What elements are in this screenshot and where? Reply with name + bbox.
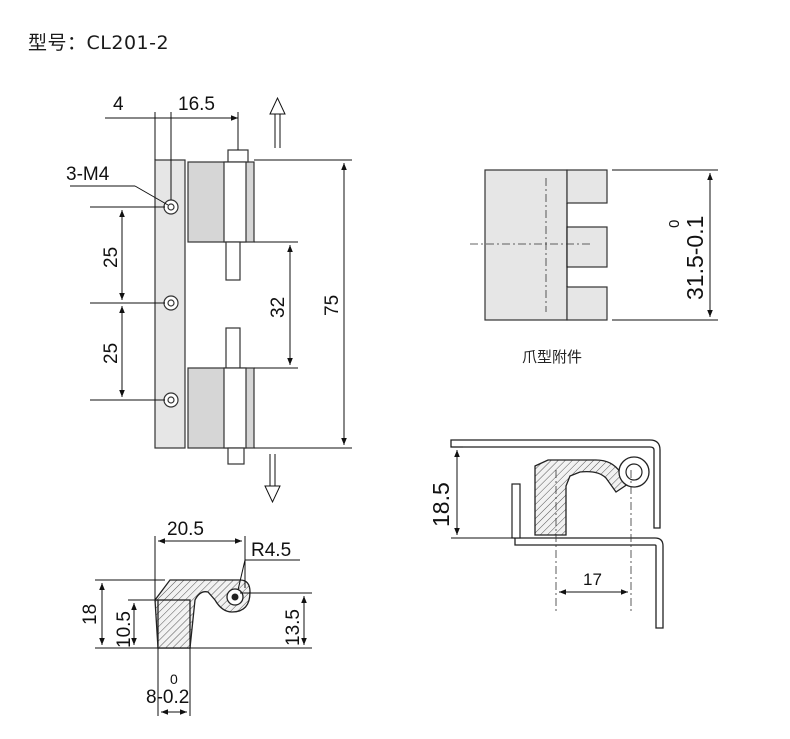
dim-side-thickness: 8-0.2 [146,687,189,708]
dim-left-width: 4 [113,94,124,115]
mount-hole-1-inner [167,203,175,211]
dim-side-width: 20.5 [167,519,204,540]
claw-finger-bottom [566,286,608,321]
claw-finger-top [566,169,608,204]
down-arrow-icon [264,454,281,504]
dim-radius: R4.5 [251,540,291,561]
lower-pin-tip [225,327,241,369]
dim-side-height-inner: 10.5 [114,611,135,648]
top-plate [450,439,661,529]
dim-side-height-total: 18 [80,604,101,625]
front-view: 4 16.5 3-M4 25 25 32 75 [66,94,352,504]
upper-pin-tip [225,241,241,281]
model-label: 型号：CL201-2 [28,32,170,54]
claw-body [484,169,568,321]
claw-caption: 爪型附件 [522,348,582,366]
upper-pin-shaft [223,161,247,243]
dim-spacing-bottom: 25 [101,343,122,364]
dim-claw-tol-upper: 0 [666,220,683,228]
hinge-section [534,459,629,536]
assembly-lip [511,483,521,539]
dim-pin-gap: 32 [268,297,289,318]
dim-holes: 3-M4 [66,164,110,185]
dim-side-thickness-tol: 0 [170,671,178,687]
dim-total-height: 75 [322,295,343,316]
side-view: 20.5 R4.5 18 10.5 13.5 8-0.2 0 [80,519,312,716]
dim-side-height-right: 13.5 [283,609,304,646]
dim-assembly-offset: 17 [583,570,602,589]
claw-view: 31.5-0.1 0 爪型附件 [470,169,718,366]
leader-line [134,185,169,206]
mount-hole-2-inner [167,299,175,307]
assembly-view: 18.5 17 [428,439,664,629]
up-arrow-icon [269,96,286,148]
dim-assembly-height: 18.5 [428,482,454,527]
assembly-pin [625,463,643,481]
bottom-plate [514,537,664,629]
top-pin [227,149,249,163]
dim-claw-height: 31.5-0.1 [682,216,708,300]
side-base-block [157,599,191,649]
lower-pin-shaft [223,367,247,449]
claw-finger-middle [566,226,608,268]
dim-pin-width: 16.5 [178,94,215,115]
dim-spacing-top: 25 [101,247,122,268]
mount-hole-3-inner [167,396,175,404]
leader-line [237,559,246,591]
bottom-pin [227,447,245,465]
side-pin-center [231,593,239,601]
